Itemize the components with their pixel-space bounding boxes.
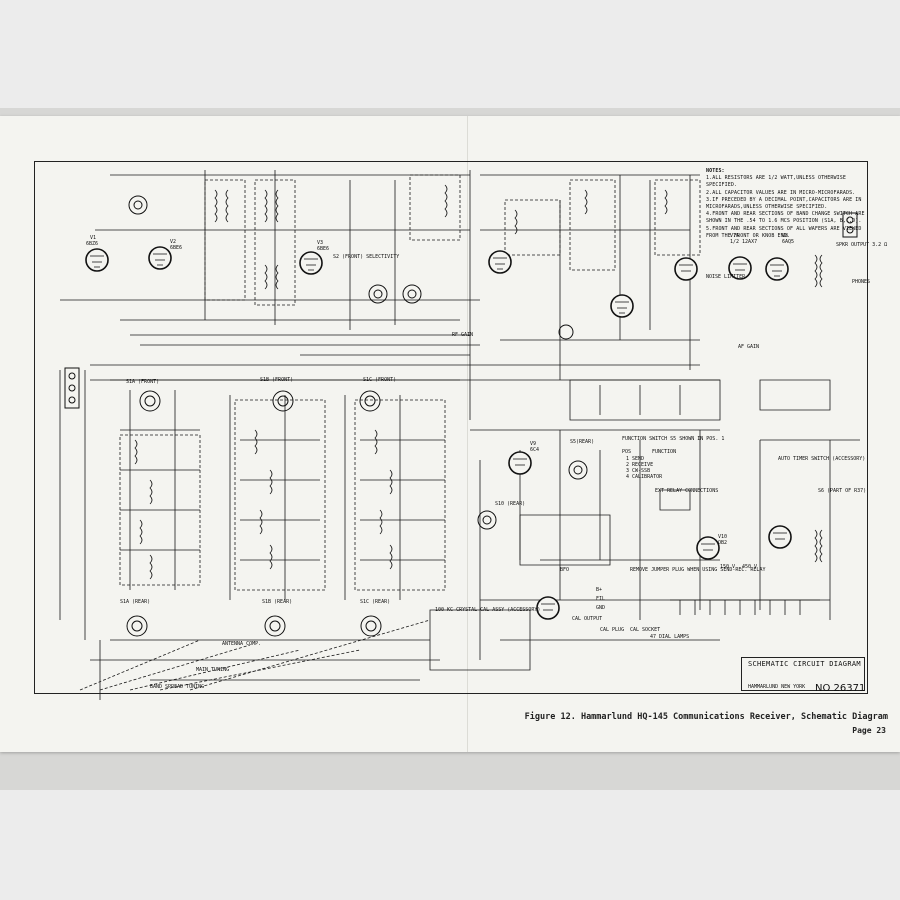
cal-socket-label: CAL SOCKET [630, 627, 660, 633]
v9-type: 6C4 [530, 447, 539, 453]
function-header: FUNCTION [652, 449, 676, 455]
v2-type: 6BE6 [170, 245, 182, 251]
note-item-5: 5.FRONT AND REAR SECTIONS OF ALL WAFERS … [706, 225, 862, 239]
schematic-border [34, 161, 868, 694]
bfo-label: BFO [560, 567, 569, 573]
rf-gain-label: RF GAIN [452, 332, 473, 338]
notes-panel: NOTES: 1.ALL RESISTORS ARE 1/2 WATT,UNLE… [706, 168, 866, 240]
fil-label: FIL [596, 596, 605, 602]
cal-plug-label: CAL PLUG [600, 627, 624, 633]
antenna-comp-label: ANTENNA COMP. [222, 641, 261, 647]
v7a-label: V7A [730, 233, 739, 239]
v10-type: OB2 [718, 540, 727, 546]
tube-v9 [508, 451, 532, 475]
s5-rear-label: S5(REAR) [570, 439, 594, 445]
v3-type: 6BE6 [317, 246, 329, 252]
s1b-rear-label: S1B (REAR) [262, 599, 292, 605]
s1c-front-label: S1C (FRONT) [363, 377, 396, 383]
background-top [0, 0, 900, 108]
main-tuning-label: MAIN TUNING [196, 667, 229, 673]
tube-v7 [674, 257, 698, 281]
tube-v5 [536, 596, 560, 620]
v3-label: V3 [317, 240, 323, 246]
tube-v8 [765, 257, 789, 281]
ext-relay-label: EXT RELAY CONNECTIONS [655, 488, 718, 494]
schematic-sheet [0, 116, 900, 752]
page-number: Page 23 [852, 726, 886, 735]
s1b-front-label: S1B (FRONT) [260, 377, 293, 383]
manufacturer-label: HAMMARLUND NEW YORK [748, 684, 806, 690]
v10-label: V10 [718, 534, 727, 540]
v8-type: 6AQ5 [782, 239, 794, 245]
tube-v3 [299, 251, 323, 275]
function-item-2: 2 RECEIVE [626, 462, 653, 468]
selectivity-label: S2 (FRONT) SELECTIVITY [333, 254, 399, 260]
tube-v11 [768, 525, 792, 549]
s1a-front-label: S1A (FRONT) [126, 379, 159, 385]
s10-rear-label: S10 (REAR) [495, 501, 525, 507]
background-bottom [0, 790, 900, 900]
note-item-3: 3.IF PRECEDED BY A DECIMAL POINT,CAPACIT… [706, 196, 862, 211]
volts-150: 150 V [720, 564, 735, 570]
volts-450: 450 V [742, 564, 757, 570]
af-gain-label: AF GAIN [738, 344, 759, 350]
function-item-4: 4 CALIBRATOR [626, 474, 663, 480]
v9-label: V9 [530, 441, 536, 447]
note-item-4: 4.FRONT AND REAR SECTIONS OF BAND CHANGE… [706, 211, 865, 225]
v7a-type: 1/2 12AX7 [730, 239, 757, 245]
tube-v1 [85, 248, 109, 272]
function-switch-label: FUNCTION SWITCH S5 SHOWN IN POS. 1 [622, 436, 724, 442]
b-plus-label: B+ [596, 587, 602, 593]
tube-v4 [488, 250, 512, 274]
speaker-output-label: SPKR OUTPUT 3.2 Ω [836, 242, 887, 248]
tube-v6 [610, 294, 634, 318]
v8-label: V8 [782, 233, 788, 239]
tube-v10 [696, 536, 720, 560]
function-item-1: 1 SEND [626, 456, 644, 462]
note-item-2: 2.ALL CAPACITOR VALUES ARE IN MICRO-MICR… [706, 189, 856, 196]
remove-jumper-label: REMOVE JUMPER PLUG WHEN USING SEND-REC. … [630, 567, 765, 573]
phones-label: PHONES [852, 279, 870, 285]
dial-lamps-label: 47 DIAL LAMPS [650, 634, 689, 640]
s1c-rear-label: S1C (REAR) [360, 599, 390, 605]
s6-label: S6 (PART OF R37) [818, 488, 866, 494]
v1-type: 6BZ6 [86, 241, 98, 247]
cal-output-label: CAL OUTPUT [572, 616, 602, 622]
crystal-label: 100 KC CRYSTAL CAL ASSY (ACCESSORY) [435, 607, 540, 613]
drawing-number: NO 26371 [815, 683, 866, 694]
v1-label: V1 [90, 235, 96, 241]
s1a-rear-label: S1A (REAR) [120, 599, 150, 605]
notes-heading: NOTES: [706, 168, 725, 174]
auto-timer-label: AUTO TIMER SWITCH (ACCESSORY) [778, 456, 865, 462]
tube-v7a [728, 256, 752, 280]
band-spread-label: BAND SPREAD TUNING [150, 684, 204, 690]
page-fold [467, 116, 468, 752]
title-block-title: SCHEMATIC CIRCUIT DIAGRAM [748, 660, 861, 668]
pos-header: POS [622, 449, 631, 455]
figure-caption: Figure 12. Hammarlund HQ-145 Communicati… [524, 712, 888, 722]
title-block: SCHEMATIC CIRCUIT DIAGRAM [741, 657, 865, 691]
v2-label: V2 [170, 239, 176, 245]
noise-limiter-label: NOISE LIMITER [706, 274, 746, 280]
function-item-3: 3 CW-SSB [626, 468, 650, 474]
note-item-1: 1.ALL RESISTORS ARE 1/2 WATT,UNLESS OTHE… [706, 175, 846, 189]
gnd-label: GND [596, 605, 605, 611]
tube-v2 [148, 246, 172, 270]
